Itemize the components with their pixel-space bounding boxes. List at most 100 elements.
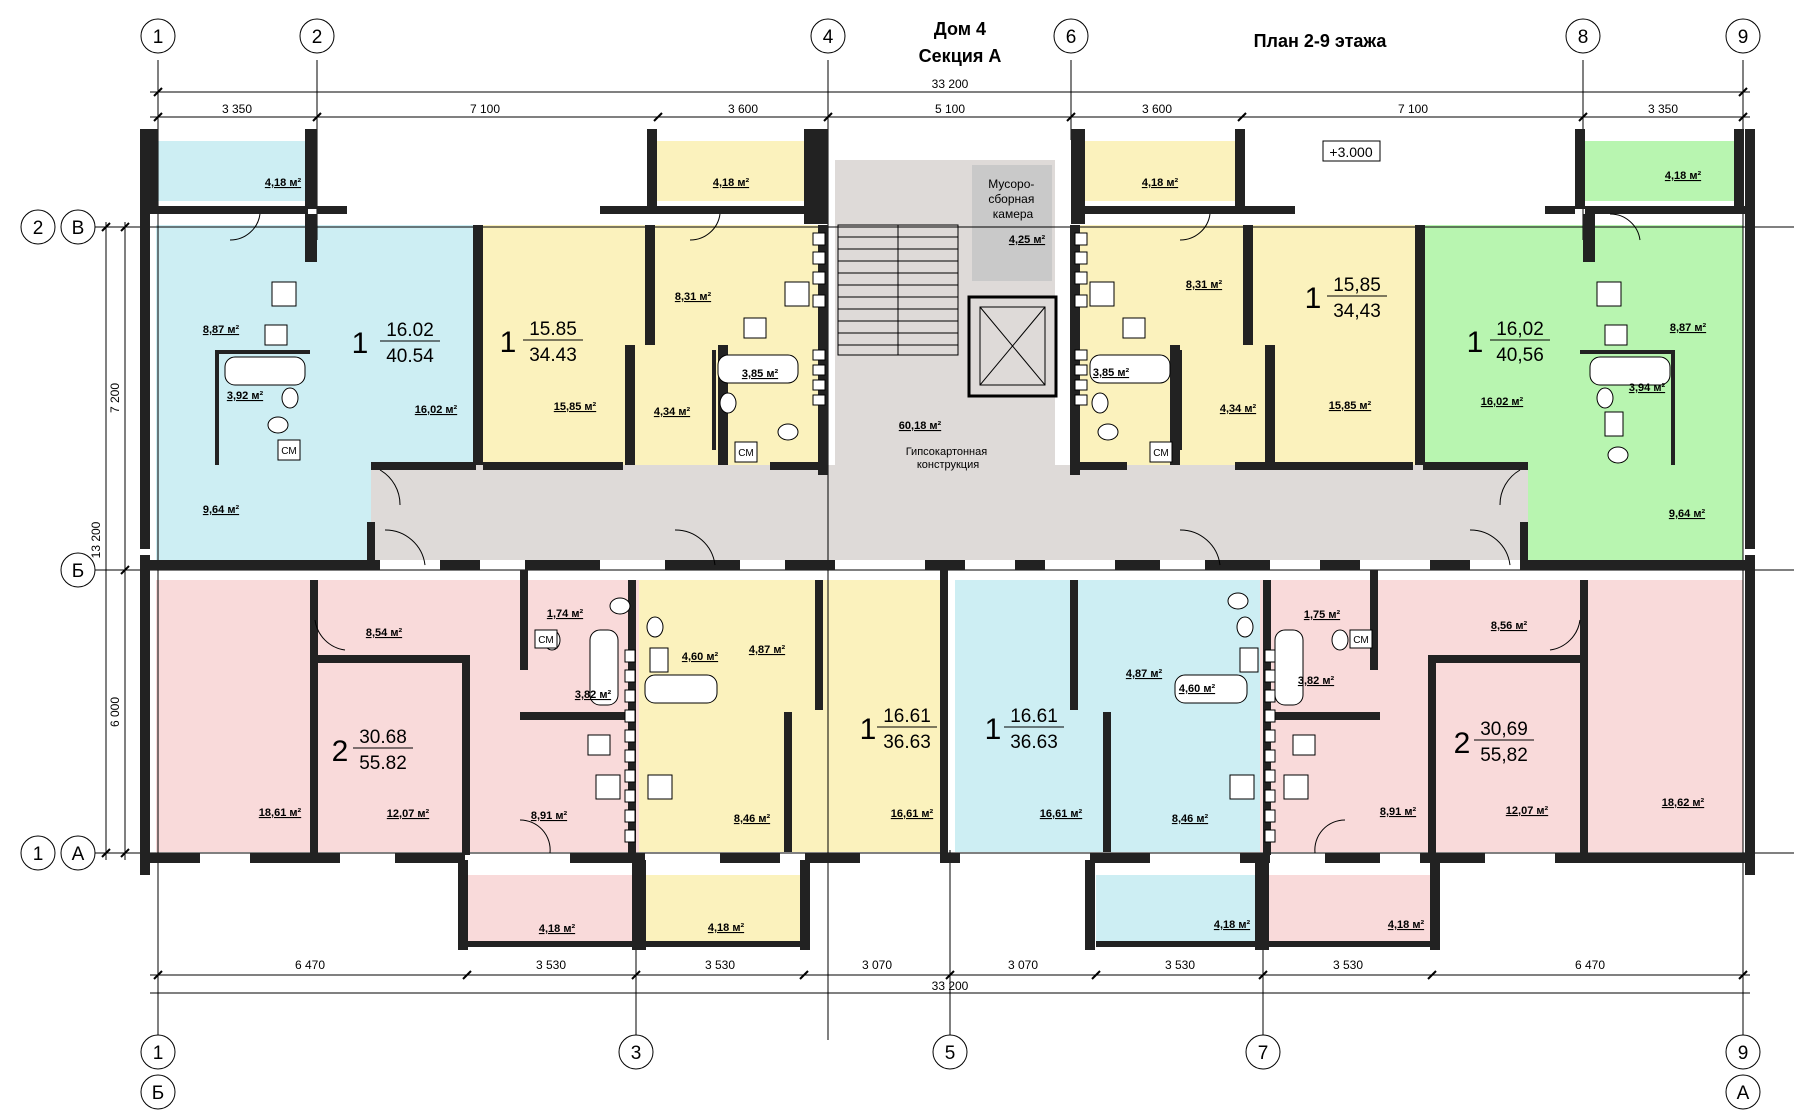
area-label: 16,61 м²: [891, 808, 934, 820]
area-label: 12,07 м²: [1506, 805, 1549, 817]
svg-text:2: 2: [1454, 727, 1471, 760]
elevator-shaft: [967, 295, 1058, 398]
dim-bottom-seg: 3 530: [536, 958, 566, 972]
toilet-icon: [777, 423, 799, 441]
door-swings: [229, 213, 1641, 854]
area-label: 3,85 м²: [1093, 367, 1130, 379]
svg-text:2: 2: [332, 735, 349, 768]
svg-text:34,43: 34,43: [1333, 301, 1381, 322]
svg-text:А: А: [72, 844, 85, 865]
apartment-labels: 1 16.02 40.54 1 15.85 34.43 1 15,85 34,4…: [332, 275, 1550, 774]
svg-text:5: 5: [945, 1043, 956, 1064]
house-title: Дом 4: [934, 19, 986, 39]
fixtures: [224, 281, 1671, 800]
svg-text:16,02: 16,02: [1496, 319, 1544, 340]
area-label: 18,62 м²: [1662, 797, 1705, 809]
apartment-label-2: 1 15.85 34.43: [500, 319, 583, 366]
washer-box: [734, 441, 758, 463]
bathtub-icon: [1089, 354, 1171, 384]
washer-box: [1349, 629, 1373, 649]
area-label: 8,87 м²: [1670, 322, 1707, 334]
corridor-area: [371, 160, 1528, 560]
area-label: 4,25 м²: [1009, 234, 1046, 246]
dim-top-seg: 3 600: [728, 102, 758, 116]
stove-icon: [784, 281, 810, 307]
dim-top-seg: 5 100: [935, 102, 965, 116]
washer-box: [1239, 647, 1259, 673]
stove-icon: [1229, 774, 1255, 800]
axis-bottom-letter-b: Б: [140, 1074, 176, 1110]
washbasin-icon: [1091, 392, 1109, 414]
stove-icon: [647, 774, 673, 800]
elevation-mark-box: [1322, 140, 1381, 162]
garbage-area: [972, 165, 1052, 281]
apt2-area: [483, 225, 828, 465]
axis-bottom-3: 3: [618, 1034, 654, 1070]
area-label: 4,18 м²: [539, 923, 576, 935]
axis-markers: 1 2 4 6 8 9 1 3 5 7 9 Б А 2 В Б 1 А: [20, 18, 1761, 1110]
room-area-labels: 4,18 м² 4,18 м² 4,18 м² 4,18 м² 4,25 м² …: [203, 170, 1707, 935]
svg-text:В: В: [72, 218, 85, 239]
axis-left-b: Б: [60, 552, 96, 588]
toilet-icon: [1227, 592, 1249, 610]
balcony-bottom-1: [466, 875, 634, 941]
area-label: 4,18 м²: [713, 177, 750, 189]
dim-left-seg: 6 000: [108, 697, 122, 727]
svg-text:1: 1: [500, 326, 517, 359]
svg-text:9: 9: [1738, 1043, 1749, 1064]
garbage-chamber-label: Мусоро- сборная камера: [988, 177, 1038, 221]
dim-bottom-seg: 3 070: [862, 958, 892, 972]
sink-icon: [743, 317, 767, 339]
svg-text:1: 1: [985, 713, 1002, 746]
apartment-label-3: 1 15,85 34,43: [1305, 275, 1387, 322]
area-label: 4,87 м²: [749, 644, 786, 656]
area-label: 9,64 м²: [203, 504, 240, 516]
area-label: 4,18 м²: [1665, 170, 1702, 182]
area-label: 16,61 м²: [1040, 808, 1083, 820]
dim-bottom-seg: 3 530: [705, 958, 735, 972]
dim-bottom-total: 33 200: [932, 979, 969, 993]
apt3-area: [1070, 225, 1415, 465]
balcony-top-3: [1085, 141, 1235, 201]
area-label: 4,60 м²: [682, 651, 719, 663]
area-label: 1,74 м²: [547, 608, 584, 620]
svg-text:16.02: 16.02: [386, 320, 434, 341]
svg-text:СМ: СМ: [1353, 635, 1368, 646]
axis-top-9: 9: [1725, 18, 1761, 54]
area-label: 16,02 м²: [415, 404, 458, 416]
dim-top-seg: 3 350: [1648, 102, 1678, 116]
stairs: [837, 224, 959, 356]
toilet-icon: [267, 416, 289, 434]
area-label: 3,85 м²: [742, 368, 779, 380]
svg-text:36.63: 36.63: [1010, 732, 1058, 753]
washbasin-icon: [1236, 616, 1254, 638]
stove-icon: [595, 774, 621, 800]
apt4-area: [1423, 225, 1743, 465]
svg-text:40,56: 40,56: [1496, 345, 1544, 366]
svg-text:Б: Б: [72, 561, 84, 582]
area-label: 3,82 м²: [1298, 675, 1335, 687]
svg-text:30.68: 30.68: [359, 727, 407, 748]
area-label: 8,54 м²: [366, 627, 403, 639]
axis-top-2: 2: [299, 18, 335, 54]
washbasin-icon: [281, 387, 299, 409]
dim-left-seg: 7 200: [108, 383, 122, 413]
svg-text:16.61: 16.61: [883, 706, 931, 727]
axis-bottom-1: 1: [140, 1034, 176, 1070]
dim-bottom-seg: 3 530: [1333, 958, 1363, 972]
axis-left-2: 2: [20, 209, 56, 245]
dim-top-total: 33 200: [932, 77, 969, 91]
plan-title: План 2-9 этажа: [1254, 31, 1388, 51]
area-label: 8,46 м²: [734, 813, 771, 825]
svg-text:55,82: 55,82: [1480, 745, 1528, 766]
area-label: 4,60 м²: [1179, 683, 1216, 695]
svg-text:3: 3: [631, 1043, 642, 1064]
svg-text:1: 1: [153, 1043, 164, 1064]
area-label: 8,91 м²: [1380, 806, 1417, 818]
svg-text:15.85: 15.85: [529, 319, 577, 340]
area-label: 15,85 м²: [1329, 400, 1372, 412]
balcony-top-2: [657, 141, 804, 201]
svg-text:30,69: 30,69: [1480, 719, 1528, 740]
apartment-label-6: 1 16.61 36.63: [860, 706, 937, 753]
